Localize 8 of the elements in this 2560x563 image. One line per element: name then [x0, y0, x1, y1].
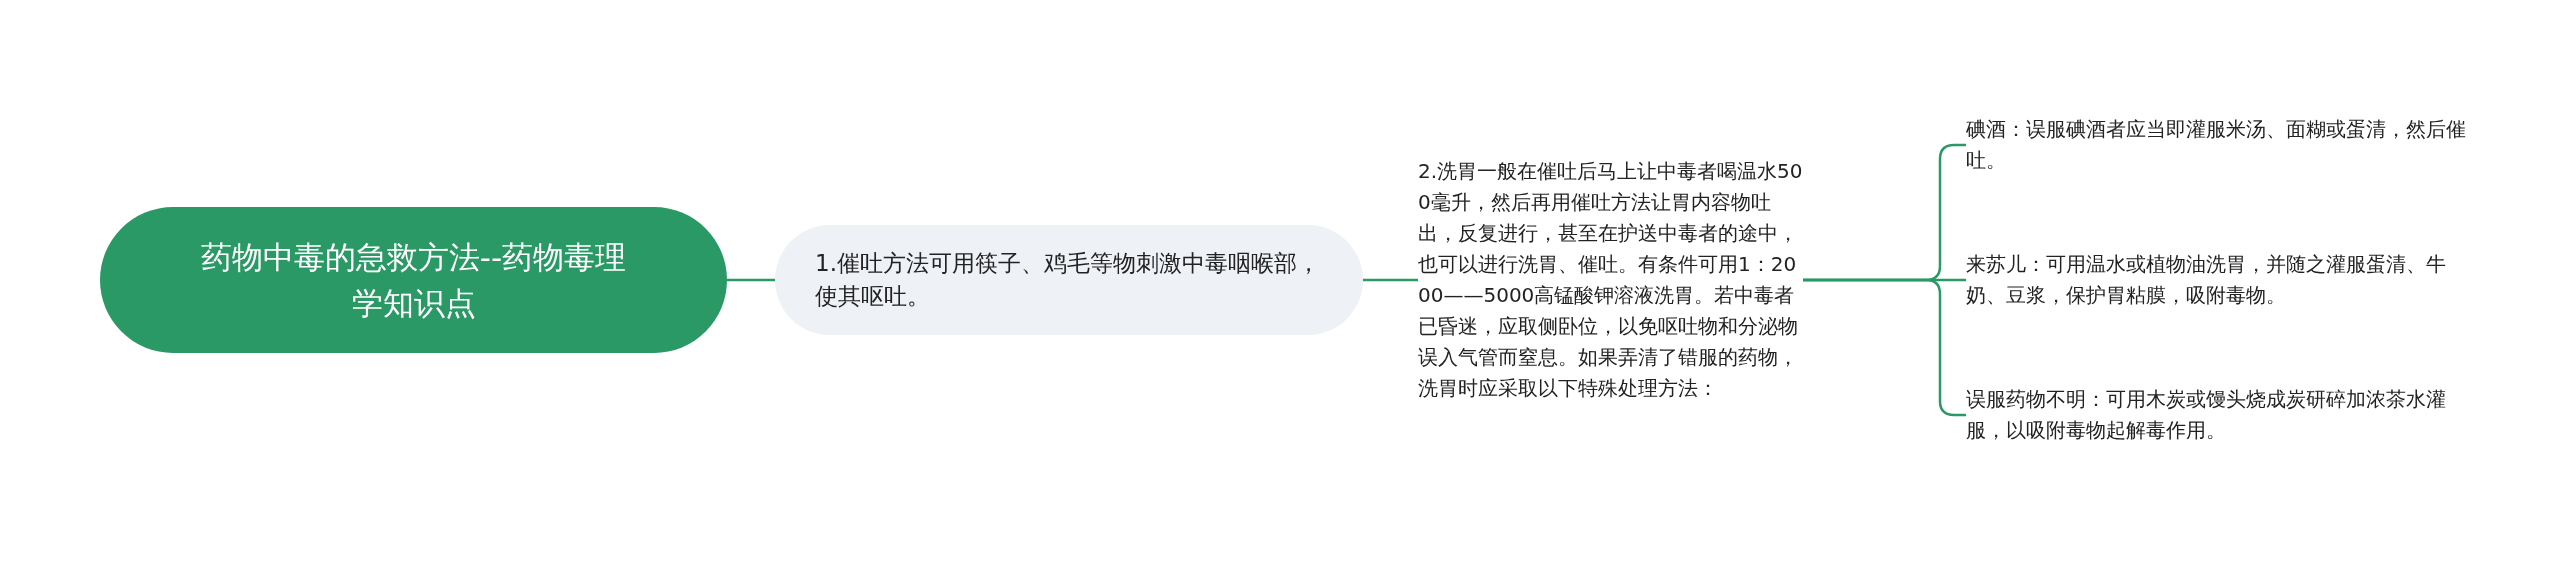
connector-line — [727, 278, 775, 282]
note-text: 碘酒：误服碘酒者应当即灌服米汤、面糊或蛋清，然后催吐。 — [1966, 116, 2467, 174]
note-text: 来苏儿：可用温水或植物油洗胃，并随之灌服蛋清、牛奶、豆浆，保护胃粘膜，吸附毒物。 — [1966, 251, 2447, 309]
topic-text: 1.催吐方法可用筷子、鸡毛等物刺激中毒咽喉部，使其呕吐。 — [815, 248, 1321, 311]
topic-text: 药物中毒的急救方法--药物毒理学知识点 — [199, 237, 628, 323]
connector-line — [1363, 278, 1418, 282]
note-text: 误服药物不明：可用木炭或馒头烧成炭研碎加浓茶水灌服，以吸附毒物起解毒作用。 — [1966, 386, 2447, 444]
note-text: 2.洗胃一般在催吐后马上让中毒者喝温水500毫升，然后再用催吐方法让胃内容物吐出，反复进行，甚至在护送中毒者的途中，也可以进行洗胃、催吐。有条件可用1：2000——5000高锰酸钾溶液洗胃。若中毒者已昏迷，应取侧卧位，以免呕吐物和分泌物误入气管而窒息。如果弄清了错服的药物，洗胃时应采取以下特殊处理方法： — [1418, 158, 1803, 402]
